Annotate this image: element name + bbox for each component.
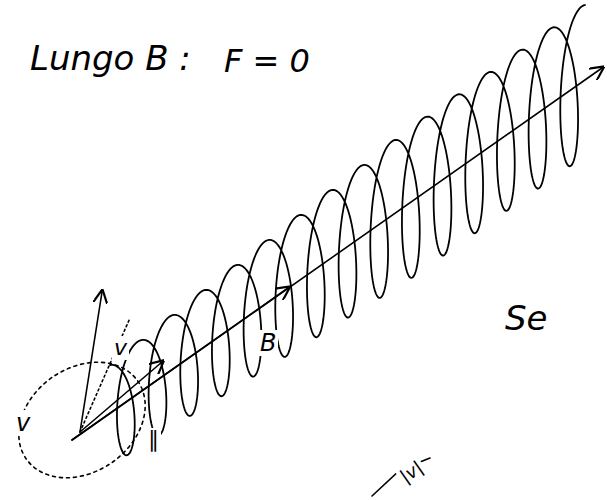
perpendicular-velocity <box>80 292 102 432</box>
field-label: B <box>258 330 278 356</box>
field-axis <box>72 68 602 440</box>
heading-note: Lungo B : <box>28 40 193 77</box>
velocity-label: v <box>112 336 129 360</box>
velocity-vector <box>80 318 130 432</box>
parallel-symbol: ∥ <box>146 428 161 452</box>
force-equation: F = 0 <box>222 44 312 79</box>
continued-note: Se <box>503 300 550 337</box>
velocity-label: v <box>14 410 32 436</box>
velocity-circle <box>0 338 168 500</box>
